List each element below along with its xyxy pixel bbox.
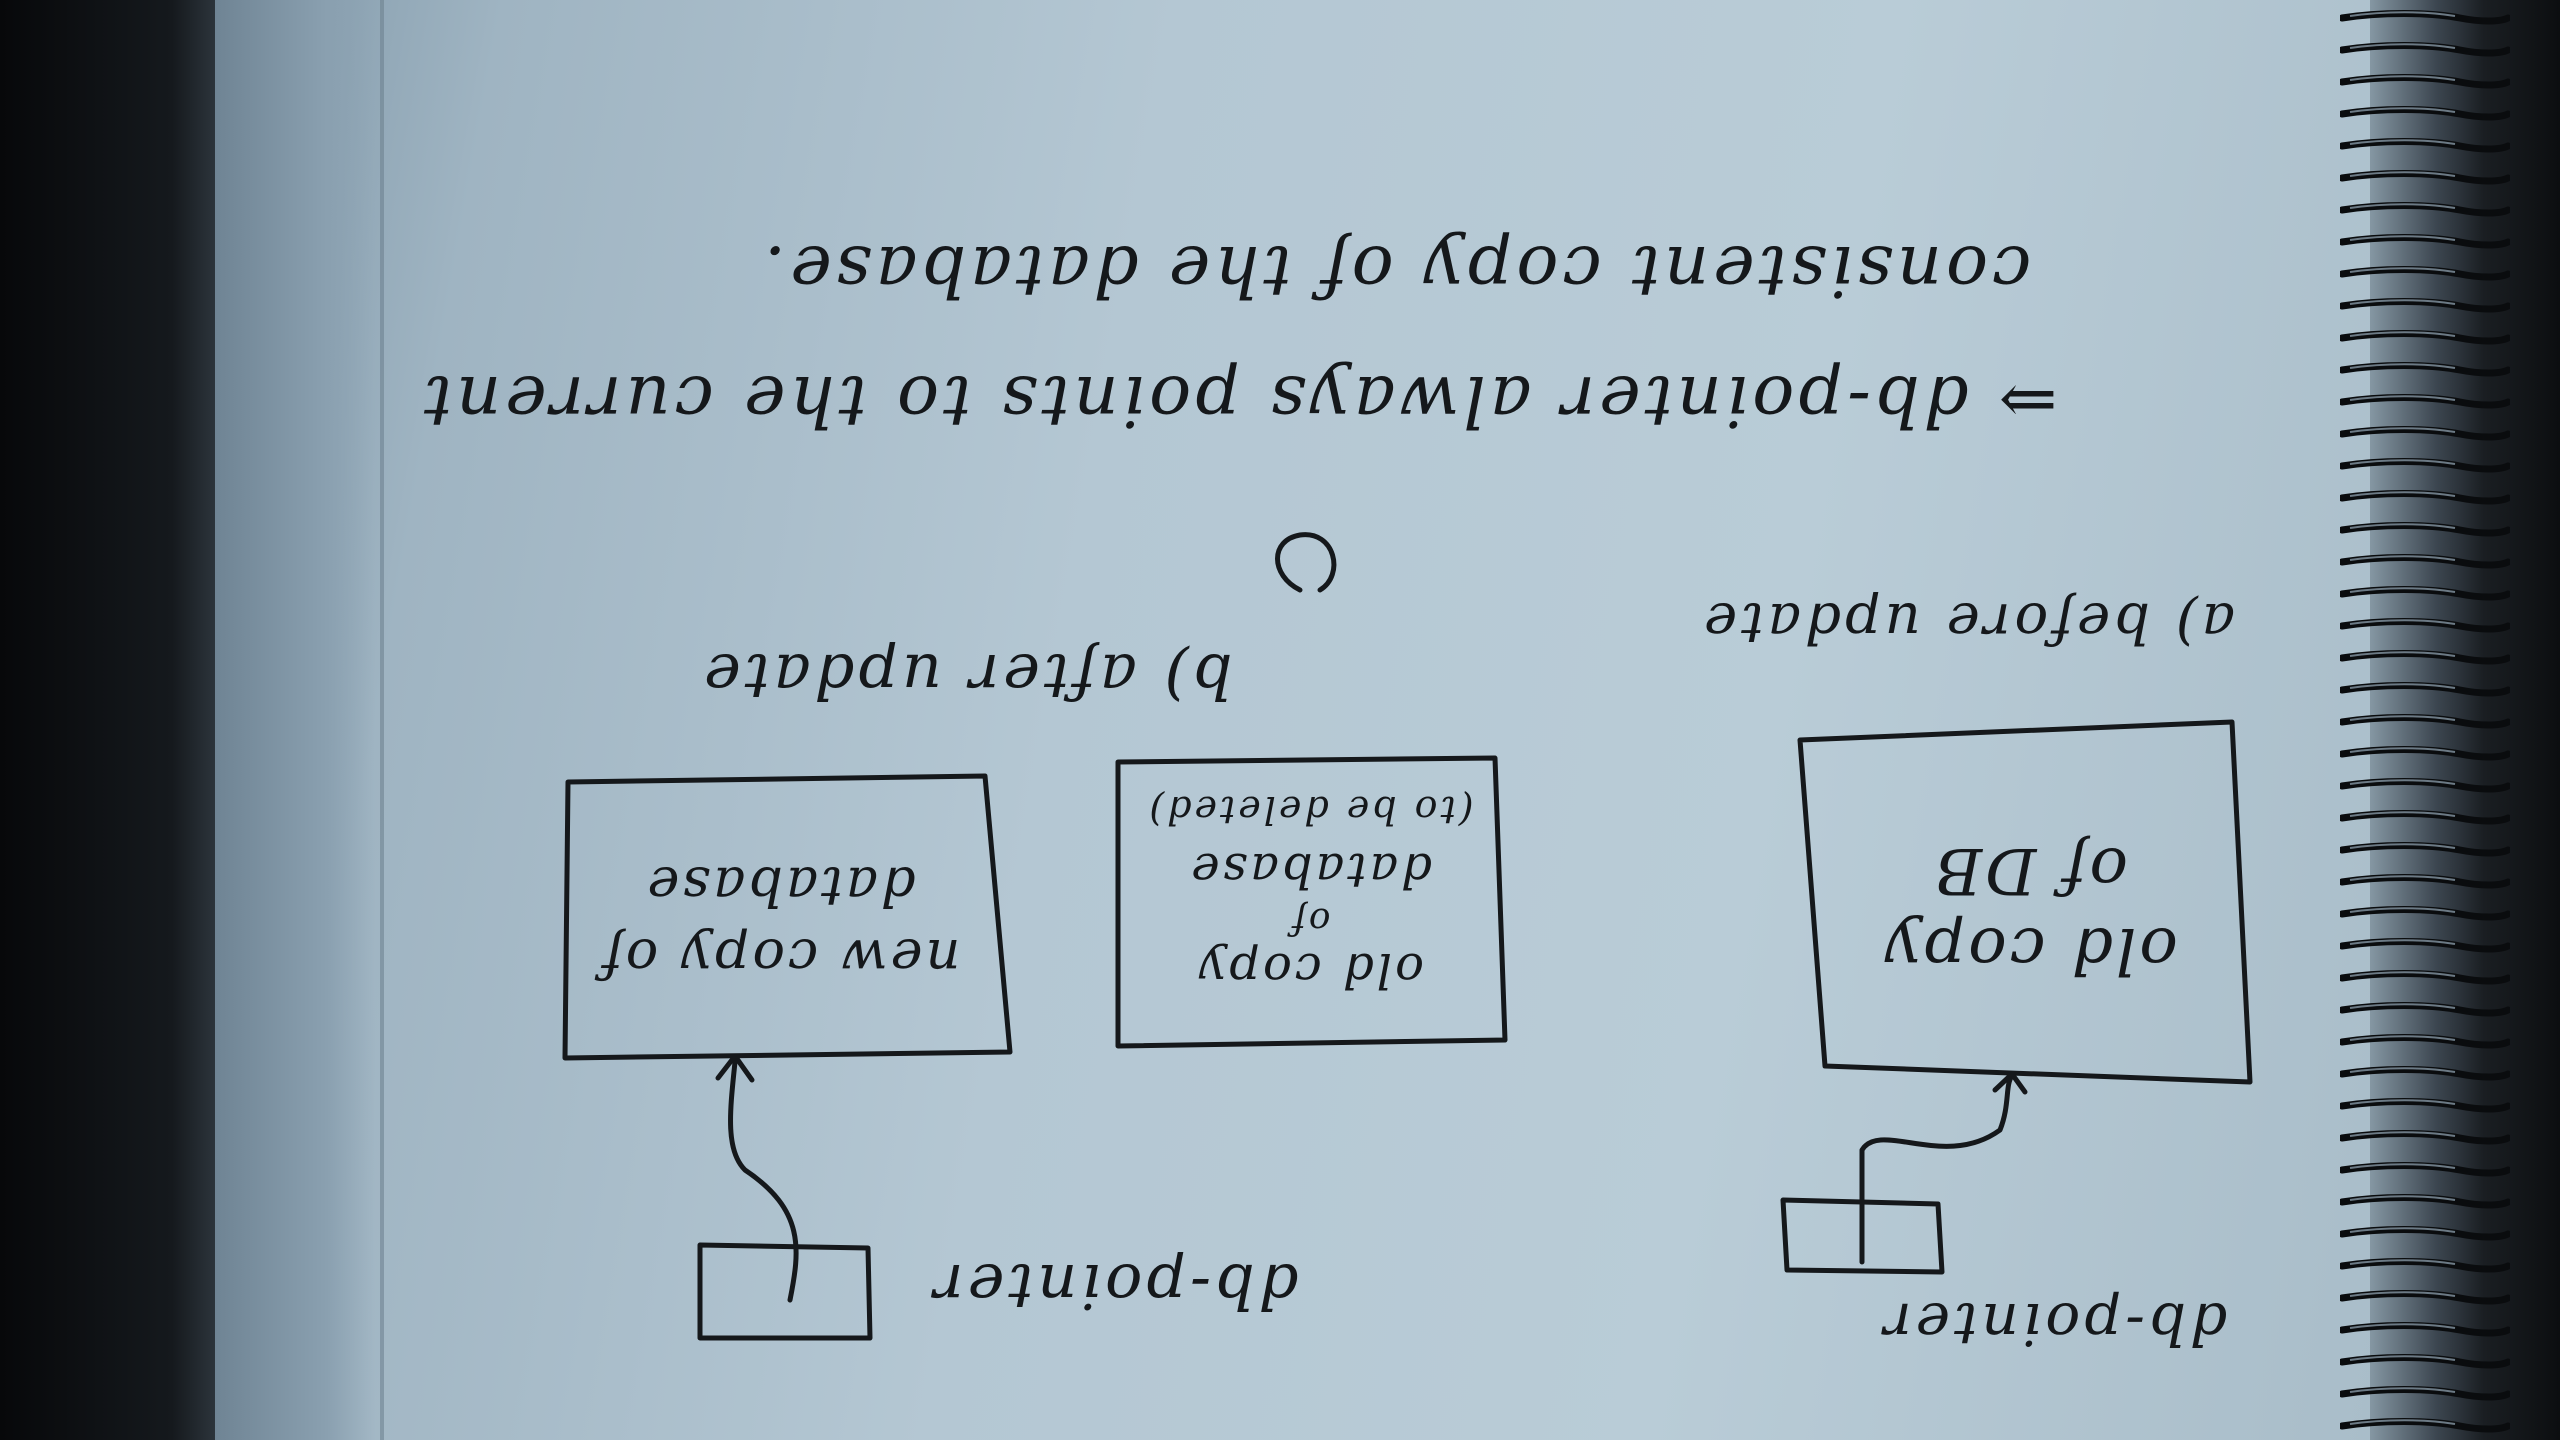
pointer-arrowhead-a bbox=[1992, 1071, 2028, 1095]
box-new-copy-line2: database bbox=[644, 855, 916, 918]
spiral-coil bbox=[2340, 42, 2510, 57]
page-edge-line bbox=[380, 0, 384, 1440]
pointer-arrow-a bbox=[1859, 1073, 2015, 1265]
spiral-coil bbox=[2340, 778, 2510, 793]
box-new-copy-outline bbox=[562, 773, 1013, 1061]
box-old-db-line2: of DB bbox=[1932, 833, 2128, 907]
spiral-coil bbox=[2340, 1194, 2510, 1209]
spiral-coil bbox=[2340, 490, 2510, 505]
spiral-coil bbox=[2340, 650, 2510, 665]
paper-margin-shade bbox=[215, 0, 375, 1440]
box-new-copy-text: new copy of database bbox=[590, 850, 970, 994]
box-old-db-line1: old copy bbox=[1882, 913, 2178, 987]
spiral-coil bbox=[2340, 842, 2510, 857]
label-db-pointer-b: db-pointer bbox=[930, 1250, 1299, 1323]
box-new-copy-line1: new copy of bbox=[599, 927, 961, 990]
spiral-coil bbox=[2340, 1130, 2510, 1145]
spiral-coil bbox=[2340, 266, 2510, 281]
spiral-coil bbox=[2340, 106, 2510, 121]
spiral-coil bbox=[2340, 1290, 2510, 1305]
spiral-coil bbox=[2340, 1002, 2510, 1017]
spiral-coil bbox=[2340, 682, 2510, 697]
heading-db-pointer: db-pointer bbox=[1880, 1290, 2228, 1358]
conclusion-line-1: ⇒ db-pointer always points to the curren… bbox=[420, 360, 2058, 442]
box-old-db-text: old copy of DB bbox=[1850, 830, 2210, 990]
spiral-coil bbox=[2340, 170, 2510, 185]
spiral-coil bbox=[2340, 234, 2510, 249]
spiral-coil bbox=[2340, 394, 2510, 409]
spiral-coil bbox=[2340, 938, 2510, 953]
spiral-coil bbox=[2340, 1354, 2510, 1369]
spiral-coil bbox=[2340, 906, 2510, 921]
spiral-coil bbox=[2340, 202, 2510, 217]
spiral-coil bbox=[2340, 714, 2510, 729]
spiral-coil bbox=[2340, 1258, 2510, 1273]
box-old-copy-line3: database bbox=[1188, 842, 1432, 898]
spiral-coil bbox=[2340, 522, 2510, 537]
spiral-coil bbox=[2340, 1226, 2510, 1241]
spiral-coil bbox=[2340, 362, 2510, 377]
spiral-coil bbox=[2340, 970, 2510, 985]
spiral-coil bbox=[2340, 298, 2510, 313]
background-shadow bbox=[0, 0, 215, 1440]
spiral-coil bbox=[2340, 10, 2510, 25]
spiral-coil bbox=[2340, 458, 2510, 473]
spiral-coil bbox=[2340, 1034, 2510, 1049]
spiral-coil bbox=[2340, 746, 2510, 761]
label-before-update: a) before update bbox=[1700, 590, 2235, 655]
box-old-copy-outline bbox=[1115, 755, 1508, 1049]
spiral-coil bbox=[2340, 1098, 2510, 1113]
spiral-coil bbox=[2340, 74, 2510, 89]
box-old-copy-line2: of bbox=[1289, 900, 1331, 941]
box-old-db-outline bbox=[1797, 719, 2253, 1085]
pointer-box-a bbox=[1780, 1197, 1945, 1275]
spiral-coil bbox=[2340, 1162, 2510, 1177]
spiral-coil bbox=[2340, 618, 2510, 633]
spiral-coil bbox=[2340, 330, 2510, 345]
spiral-coil bbox=[2340, 1066, 2510, 1081]
box-old-copy-text: old copy of database (to be deleted) bbox=[1130, 780, 1490, 1000]
spiral-coil bbox=[2340, 426, 2510, 441]
spiral-coil bbox=[2340, 138, 2510, 153]
label-b-circle bbox=[1275, 532, 1337, 593]
spiral-coil bbox=[2340, 554, 2510, 569]
pointer-box-b bbox=[697, 1242, 873, 1341]
pointer-arrowhead-b bbox=[715, 1053, 755, 1083]
spiral-coil bbox=[2340, 586, 2510, 601]
spiral-coil bbox=[2340, 874, 2510, 889]
spiral-coil bbox=[2340, 1418, 2510, 1433]
spiral-coil bbox=[2340, 1386, 2510, 1401]
pointer-arrow-b bbox=[728, 1059, 799, 1303]
conclusion-line-2: consistent copy of the database. bbox=[760, 230, 2032, 312]
notebook-paper bbox=[215, 0, 2370, 1440]
box-old-copy-line4: (to be deleted) bbox=[1146, 788, 1474, 832]
spiral-coil bbox=[2340, 1322, 2510, 1337]
label-after-update: b) after update bbox=[700, 640, 1233, 713]
spiral-coil bbox=[2340, 810, 2510, 825]
box-old-copy-line1: old copy bbox=[1196, 942, 1424, 998]
